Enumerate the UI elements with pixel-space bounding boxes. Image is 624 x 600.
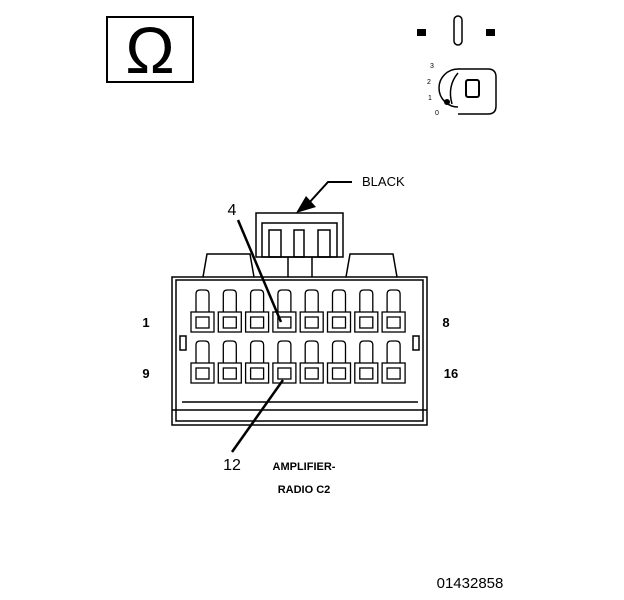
color-label-arrow <box>296 181 352 213</box>
cavity-9 <box>190 340 215 384</box>
pin-label-8: 8 <box>442 315 449 330</box>
cavity-13 <box>299 340 324 384</box>
pin-label-16: 16 <box>444 366 458 381</box>
ohm-glyph: Ω <box>125 13 174 87</box>
cavity-8 <box>381 289 406 333</box>
key-position-3: 3 <box>430 63 434 70</box>
ignition-position-indicator-icon <box>417 15 495 46</box>
key-position-1: 1 <box>428 95 432 102</box>
connector-name-line-1: AMPLIFIER- <box>273 461 336 473</box>
ignition-key-switch-icon: 3 2 1 0 <box>427 63 497 117</box>
cavity-1 <box>190 289 215 333</box>
connector-body <box>171 212 428 426</box>
pin-label-9: 9 <box>142 366 149 381</box>
callout-pin-12-leader <box>230 379 285 453</box>
figure-id: 01432858 <box>437 575 504 592</box>
connector-cavities <box>190 289 406 384</box>
connector-name-line-2: RADIO C2 <box>278 484 331 496</box>
cavity-7 <box>354 289 379 333</box>
cavity-2 <box>217 289 242 333</box>
cavity-10 <box>217 340 242 384</box>
key-position-2: 2 <box>427 79 431 86</box>
cavity-3 <box>244 289 270 333</box>
callout-pin-12-label: 12 <box>223 457 241 474</box>
ohm-symbol-icon: Ω <box>106 13 194 87</box>
cavity-16 <box>381 340 406 384</box>
cavity-14 <box>326 340 352 384</box>
callout-pin-4-leader <box>236 219 283 323</box>
cavity-15 <box>354 340 379 384</box>
cavity-6 <box>326 289 352 333</box>
cavity-4 <box>272 289 297 333</box>
cavity-11 <box>244 340 270 384</box>
pin-label-1: 1 <box>142 315 149 330</box>
connector-color-label: BLACK <box>362 174 405 189</box>
cavity-12 <box>272 340 297 384</box>
cavity-5 <box>299 289 324 333</box>
callout-pin-4-label: 4 <box>228 202 237 219</box>
key-position-0: 0 <box>435 110 439 117</box>
